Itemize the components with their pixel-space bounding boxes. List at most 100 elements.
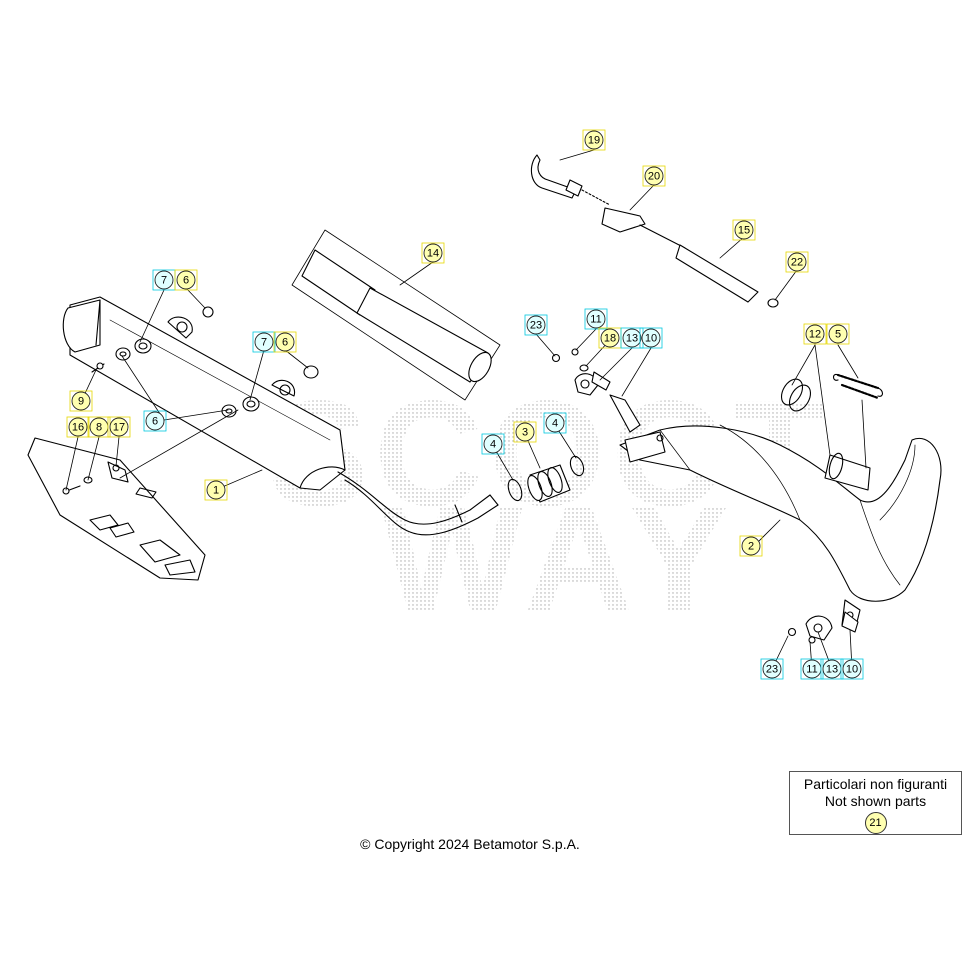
callout-8: 8 — [87, 416, 111, 438]
callout-number: 20 — [648, 171, 660, 183]
callout-frame — [582, 129, 606, 151]
callout-number: 5 — [835, 329, 841, 341]
callout-frame — [639, 327, 663, 349]
watermark: SCOOT WAY — [268, 369, 825, 642]
callout-number: 23 — [766, 664, 778, 676]
callout-circle — [644, 166, 664, 186]
callout-circle — [622, 328, 642, 348]
callout-circle — [176, 270, 196, 290]
callout-circle — [805, 324, 825, 344]
callout-frame — [66, 416, 90, 438]
callout-frame — [524, 314, 548, 336]
callout-23: 23 — [760, 658, 784, 680]
callout-number: 18 — [604, 333, 616, 345]
callout-frame — [584, 308, 608, 330]
callout-number: 2 — [748, 541, 754, 553]
callout-number: 19 — [588, 135, 600, 147]
callout-circle — [68, 417, 88, 437]
callout-frame — [642, 165, 666, 187]
callout-number: 22 — [791, 257, 803, 269]
callout-number: 6 — [152, 416, 158, 428]
callout-16: 16 — [66, 416, 90, 438]
callout-circle — [423, 243, 443, 263]
callout-number: 14 — [427, 248, 439, 260]
callout-7: 7 — [152, 269, 176, 291]
callout-15: 15 — [732, 219, 756, 241]
callout-number: 8 — [96, 422, 102, 434]
callout-number: 13 — [626, 333, 638, 345]
bolt-16 — [62, 476, 93, 495]
copyright: © Copyright 2024 Betamotor S.p.A. — [360, 836, 580, 852]
callout-18: 18 — [598, 327, 622, 349]
callout-circle — [787, 252, 807, 272]
callout-frame — [785, 251, 809, 273]
callout-number: 3 — [522, 427, 528, 439]
callout-number: 11 — [590, 314, 601, 326]
callout-circle — [762, 659, 782, 679]
callout-number: 13 — [826, 664, 838, 676]
callout-frame — [803, 323, 827, 345]
callout-frame — [143, 410, 167, 432]
callout-13: 13 — [620, 327, 644, 349]
callout-22: 22 — [785, 251, 809, 273]
callout-frame — [421, 242, 445, 264]
callout-circle — [584, 130, 604, 150]
callout-6: 6 — [174, 269, 198, 291]
notes-line-2: Not shown parts — [824, 793, 927, 809]
callout-frame — [826, 323, 850, 345]
callout-20: 20 — [642, 165, 666, 187]
callout-circle — [154, 270, 174, 290]
callout-number: 6 — [183, 275, 189, 287]
packing-box — [291, 229, 501, 401]
callout-5: 5 — [826, 323, 850, 345]
callout-circle — [515, 422, 535, 442]
callout-10: 10 — [639, 327, 663, 349]
callout-3: 3 — [513, 421, 537, 443]
callout-frame — [204, 479, 228, 501]
callout-frame — [739, 535, 763, 557]
callout-14: 14 — [421, 242, 445, 264]
callout-number: 23 — [530, 320, 542, 332]
callout-circle — [206, 480, 226, 500]
callout-circle — [275, 332, 295, 352]
callout-circle — [734, 220, 754, 240]
callout-7: 7 — [252, 331, 276, 353]
callout-23: 23 — [524, 314, 548, 336]
bracket-cluster-lower — [787, 611, 859, 644]
callout-circle — [586, 309, 606, 329]
callout-4: 4 — [543, 412, 567, 434]
callout-6: 6 — [273, 331, 297, 353]
callout-frame — [513, 421, 537, 443]
callout-number: 7 — [161, 275, 167, 287]
callout-number: 11 — [806, 664, 817, 676]
callout-number: 17 — [113, 422, 125, 434]
callout-number: 12 — [809, 329, 821, 341]
callout-frame — [732, 219, 756, 241]
callout-2: 2 — [739, 535, 763, 557]
callout-4: 4 — [481, 433, 505, 455]
callout-circle — [741, 536, 761, 556]
callout-number: 16 — [72, 422, 84, 434]
callout-6: 6 — [143, 410, 167, 432]
coupler-seals — [507, 455, 585, 503]
callout-number: 7 — [261, 337, 267, 349]
callout-12: 12 — [803, 323, 827, 345]
callout-13: 13 — [820, 658, 844, 680]
callout-frame — [107, 416, 131, 438]
not-shown-parts-box: Particolari non figuranti Not shown part… — [789, 771, 962, 835]
watermark-bottom: WAY — [381, 474, 739, 642]
callout-frame — [481, 433, 505, 455]
callout-9: 9 — [69, 390, 93, 412]
heat-guard — [27, 437, 206, 581]
link-pipe — [337, 471, 499, 536]
callout-circle — [483, 434, 503, 454]
notes-badge: 21 — [864, 812, 887, 834]
callout-circle — [842, 659, 862, 679]
callout-number: 4 — [552, 418, 558, 430]
callout-circle — [600, 328, 620, 348]
callout-frame — [174, 269, 198, 291]
bolt-9 — [91, 362, 105, 373]
callout-frame — [69, 390, 93, 412]
callout-10: 10 — [840, 658, 864, 680]
